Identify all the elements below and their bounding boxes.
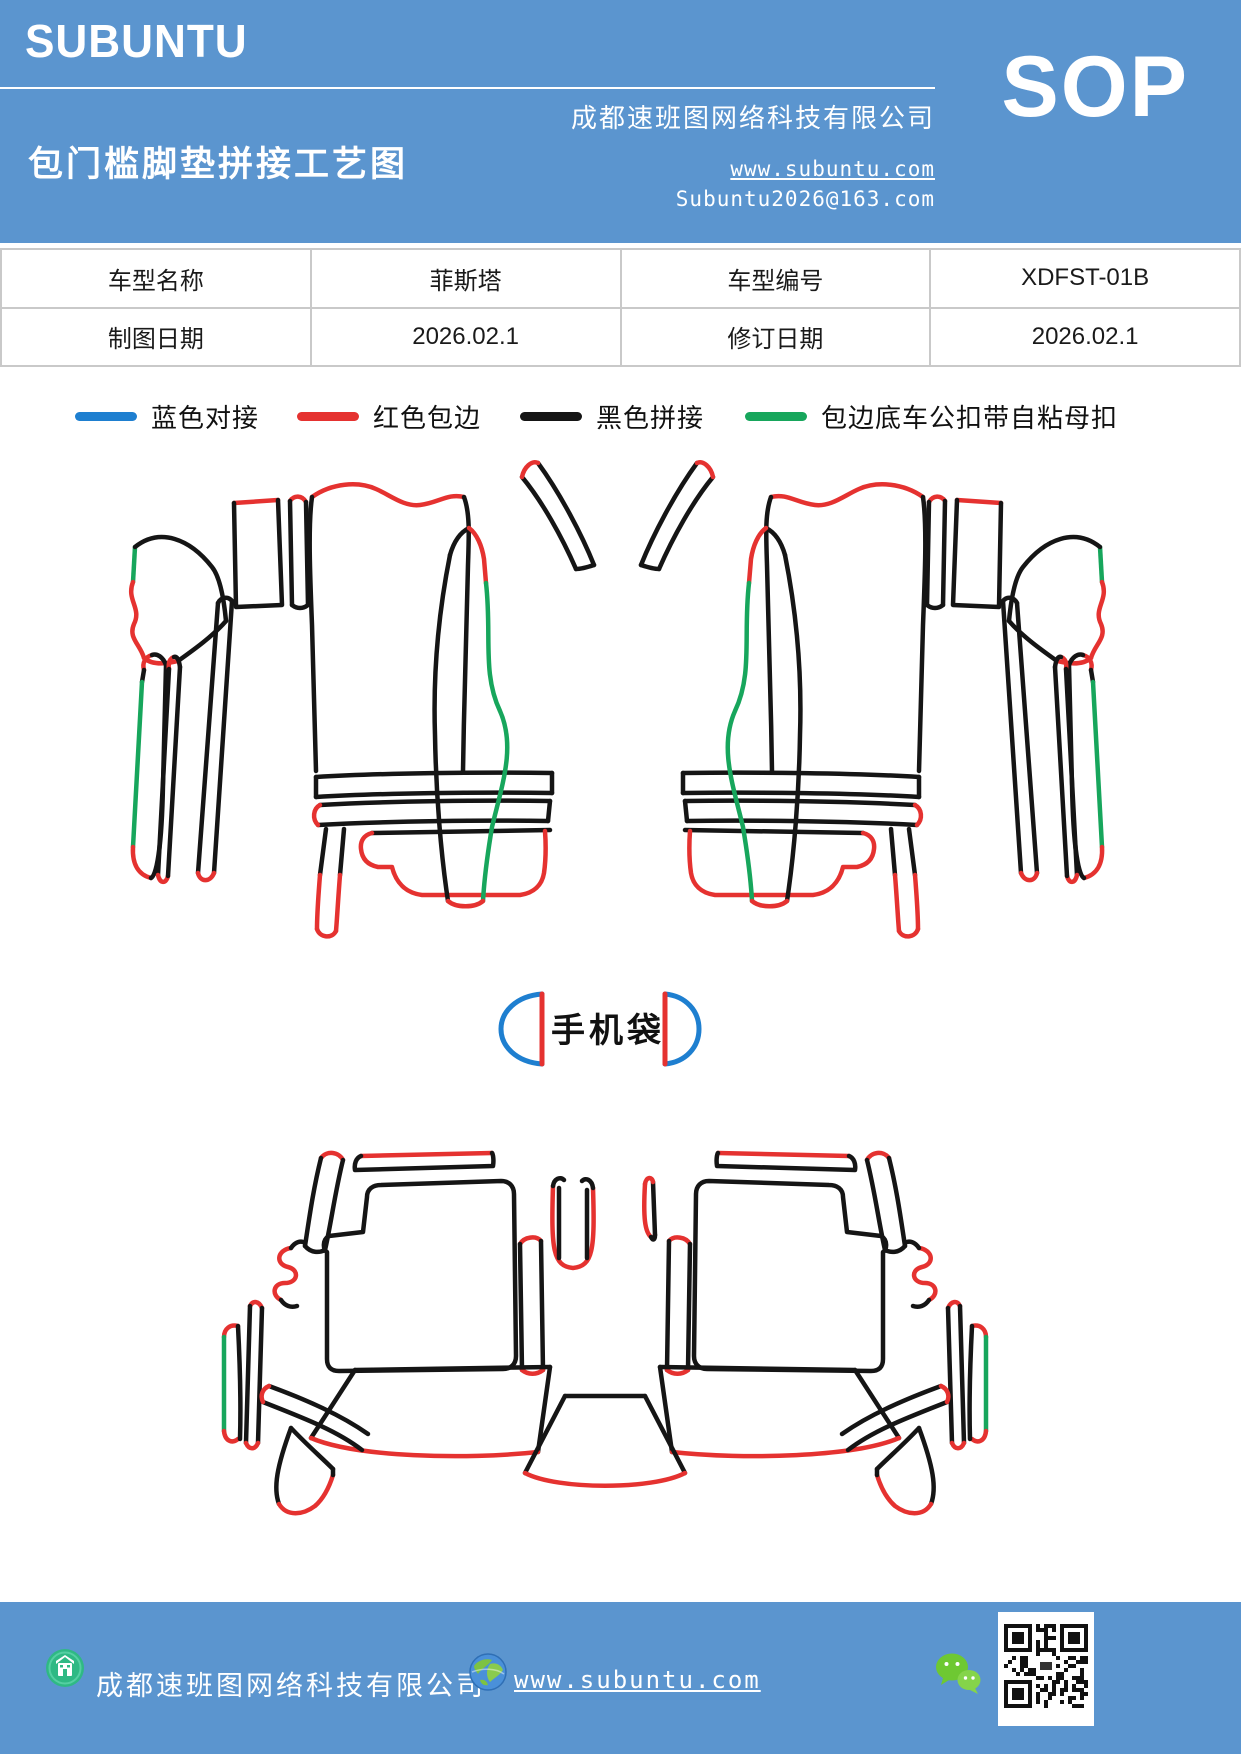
footer-company-name: 成都速班图网络科技有限公司 <box>96 1671 486 1701</box>
legend-item-green: 包边底车公扣带自粘母扣 <box>745 398 1118 435</box>
sop-label: SOP <box>1001 39 1189 135</box>
header-website-link[interactable]: www.subuntu.com <box>730 157 935 181</box>
company-logo: SUBUNTU <box>25 15 248 67</box>
legend-label: 红色包边 <box>373 404 482 433</box>
cell-model-name-value: 菲斯塔 <box>309 248 622 309</box>
blue-line-swatch <box>75 412 137 421</box>
qr-code-pattern <box>1004 1624 1088 1708</box>
red-line-swatch <box>297 412 359 421</box>
rear-center-pieces <box>522 1175 688 1488</box>
legend-label: 包边底车公扣带自粘母扣 <box>821 404 1119 433</box>
vehicle-info-table: 车型名称 菲斯塔 车型编号 XDFST-01B 制图日期 2026.02.1 修… <box>0 248 1241 367</box>
cell-model-code-label: 车型编号 <box>619 248 932 309</box>
phone-bag-left-bracket <box>498 991 545 1067</box>
cell-draw-date-label: 制图日期 <box>0 306 312 367</box>
phone-bag-label: 手机袋 <box>551 1013 665 1050</box>
qr-code <box>998 1612 1094 1726</box>
header-email[interactable]: Subuntu2026@163.com <box>675 187 935 211</box>
cell-model-name-label: 车型名称 <box>0 248 312 309</box>
header-contact-block: 成都速班图网络科技有限公司 www.subuntu.com Subuntu202… <box>571 98 935 211</box>
rear-mats-left-half <box>221 1150 553 1516</box>
header-divider <box>0 87 935 89</box>
header-company-name: 成都速班图网络科技有限公司 <box>570 104 935 133</box>
front-mats-splice-diagram <box>129 455 1115 967</box>
cell-draw-date-value: 2026.02.1 <box>309 306 622 367</box>
wechat-icon <box>936 1653 981 1694</box>
green-line-swatch <box>745 412 807 421</box>
front-mats-right-half <box>641 462 1104 936</box>
header-banner: SUBUNTU 包门槛脚垫拼接工艺图 成都速班图网络科技有限公司 www.sub… <box>0 0 1241 243</box>
building-icon <box>46 1649 84 1687</box>
table-row: 车型名称 菲斯塔 车型编号 XDFST-01B <box>0 248 1241 309</box>
page-title: 包门槛脚垫拼接工艺图 <box>28 145 409 184</box>
cell-revision-date-label: 修订日期 <box>619 306 932 367</box>
rear-mats-splice-diagram <box>221 1140 1005 1518</box>
line-color-legend: 蓝色对接 红色包边 黑色拼接 包边底车公扣带自粘母扣 <box>0 398 1241 438</box>
black-line-swatch <box>520 412 582 421</box>
legend-label: 蓝色对接 <box>151 404 260 433</box>
front-mats-left-half <box>129 460 597 939</box>
table-row: 制图日期 2026.02.1 修订日期 2026.02.1 <box>0 306 1241 367</box>
phone-bag-diagram <box>498 991 702 1067</box>
cell-model-code-value: XDFST-01B <box>929 248 1241 309</box>
globe-icon <box>469 1653 507 1691</box>
legend-item-red: 红色包边 <box>297 398 481 435</box>
footer-website-link[interactable]: www.subuntu.com <box>514 1666 761 1694</box>
rear-mats-right-half <box>660 1153 986 1513</box>
legend-item-blue: 蓝色对接 <box>75 398 259 435</box>
phone-bag-right-bracket <box>662 991 702 1067</box>
cell-revision-date-value: 2026.02.1 <box>929 306 1241 367</box>
legend-label: 黑色拼接 <box>596 404 705 433</box>
legend-item-black: 黑色拼接 <box>520 398 704 435</box>
